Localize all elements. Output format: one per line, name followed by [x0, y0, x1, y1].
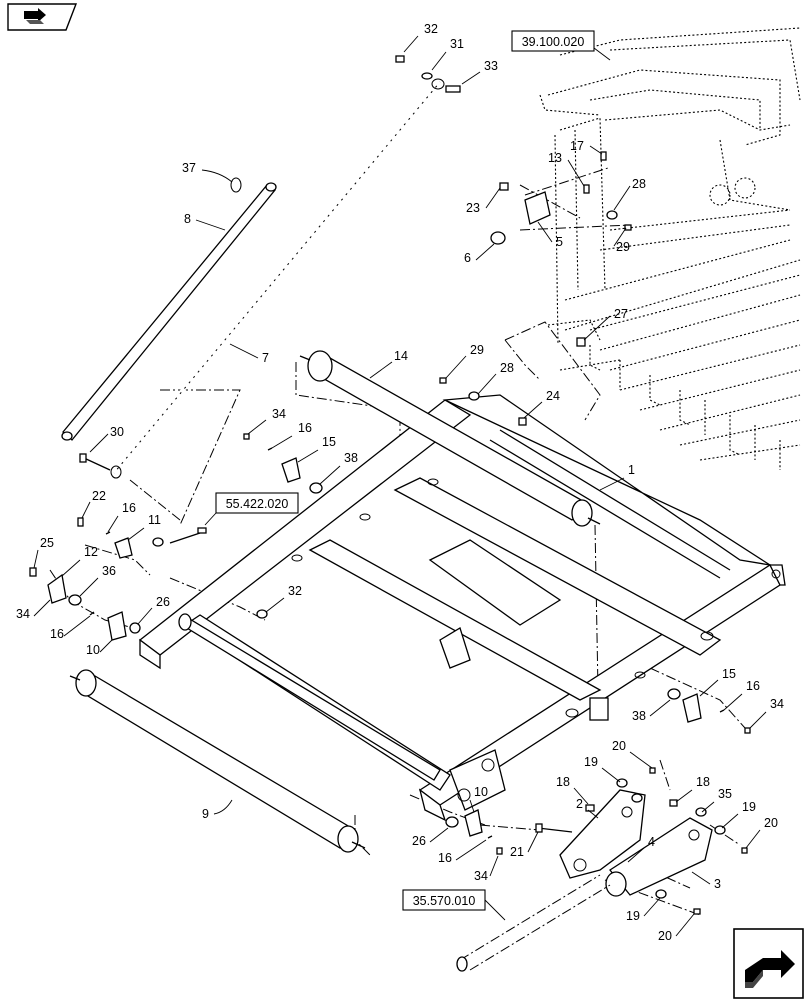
callout-26: 26 [156, 595, 170, 609]
callout-14: 14 [394, 349, 408, 363]
reference-label: 35.570.010 [413, 894, 476, 908]
callout-19: 19 [584, 755, 598, 769]
callout-37: 37 [182, 161, 196, 175]
callout-34: 34 [16, 607, 30, 621]
callout-18: 18 [696, 775, 710, 789]
callout-7: 7 [262, 351, 269, 365]
callouts: 32 31 33 37 8 7 30 17 13 28 23 5 2 [16, 22, 784, 943]
roller-9[interactable] [69, 669, 366, 853]
main-frame[interactable] [138, 394, 786, 822]
callout-28: 28 [632, 177, 646, 191]
callout-18: 18 [556, 775, 570, 789]
next-page-arrow-icon[interactable] [733, 928, 805, 1000]
callout-35: 35 [718, 787, 732, 801]
book-arrow-icon[interactable] [0, 0, 80, 36]
reference-box-55-422-020[interactable]: 55.422.020 [204, 492, 299, 526]
roller-14[interactable] [299, 350, 601, 527]
callout-34: 34 [474, 869, 488, 883]
callout-17: 17 [570, 139, 584, 153]
machine-frame-outline [539, 27, 801, 470]
hardware-items [29, 55, 751, 855]
callout-11: 11 [148, 513, 161, 527]
callout-19: 19 [626, 909, 640, 923]
callout-16: 16 [50, 627, 64, 641]
callout-16: 16 [438, 851, 452, 865]
callout-19: 19 [742, 800, 756, 814]
callout-32: 32 [288, 584, 302, 598]
callout-3: 3 [714, 877, 721, 891]
callout-10: 10 [474, 785, 488, 799]
callout-16: 16 [298, 421, 312, 435]
bracket-2[interactable] [559, 767, 656, 879]
callout-33: 33 [484, 59, 498, 73]
reference-label: 55.422.020 [226, 497, 289, 511]
callout-15: 15 [722, 667, 736, 681]
callout-24: 24 [546, 389, 560, 403]
tube-35-570-010[interactable] [456, 874, 611, 972]
callout-26: 26 [412, 834, 426, 848]
callout-36: 36 [102, 564, 116, 578]
callout-2: 2 [576, 797, 583, 811]
reference-box-35-570-010[interactable]: 35.570.010 [402, 889, 506, 921]
alignment-lines [49, 167, 746, 916]
callout-38: 38 [632, 709, 646, 723]
callout-1: 1 [628, 463, 635, 477]
callout-34: 34 [272, 407, 286, 421]
callout-5: 5 [556, 235, 563, 249]
chain-7[interactable] [110, 78, 445, 479]
callout-28: 28 [500, 361, 514, 375]
callout-20: 20 [658, 929, 672, 943]
reference-box-39-100-020[interactable]: 39.100.020 [511, 30, 611, 61]
callout-9: 9 [202, 807, 209, 821]
callout-25: 25 [40, 536, 54, 550]
callout-21: 21 [510, 845, 524, 859]
callout-23: 23 [466, 201, 480, 215]
callout-34: 34 [770, 697, 784, 711]
callout-20: 20 [612, 739, 626, 753]
callout-31: 31 [450, 37, 464, 51]
callout-20: 20 [764, 816, 778, 830]
callout-29: 29 [616, 240, 630, 254]
callout-32: 32 [424, 22, 438, 36]
callout-29: 29 [470, 343, 484, 357]
reference-label: 39.100.020 [522, 35, 585, 49]
callout-38: 38 [344, 451, 358, 465]
callout-6: 6 [464, 251, 471, 265]
bracket-3[interactable] [605, 799, 748, 915]
callout-10: 10 [86, 643, 100, 657]
rod-8[interactable] [61, 182, 277, 441]
callout-22: 22 [92, 489, 106, 503]
callout-30: 30 [110, 425, 124, 439]
callout-16: 16 [746, 679, 760, 693]
front-shaft[interactable] [178, 613, 441, 781]
callout-16: 16 [122, 501, 136, 515]
callout-15: 15 [322, 435, 336, 449]
callout-13: 13 [548, 151, 562, 165]
callout-27: 27 [614, 307, 628, 321]
callout-4: 4 [648, 835, 655, 849]
callout-8: 8 [184, 212, 191, 226]
callout-12: 12 [84, 545, 98, 559]
